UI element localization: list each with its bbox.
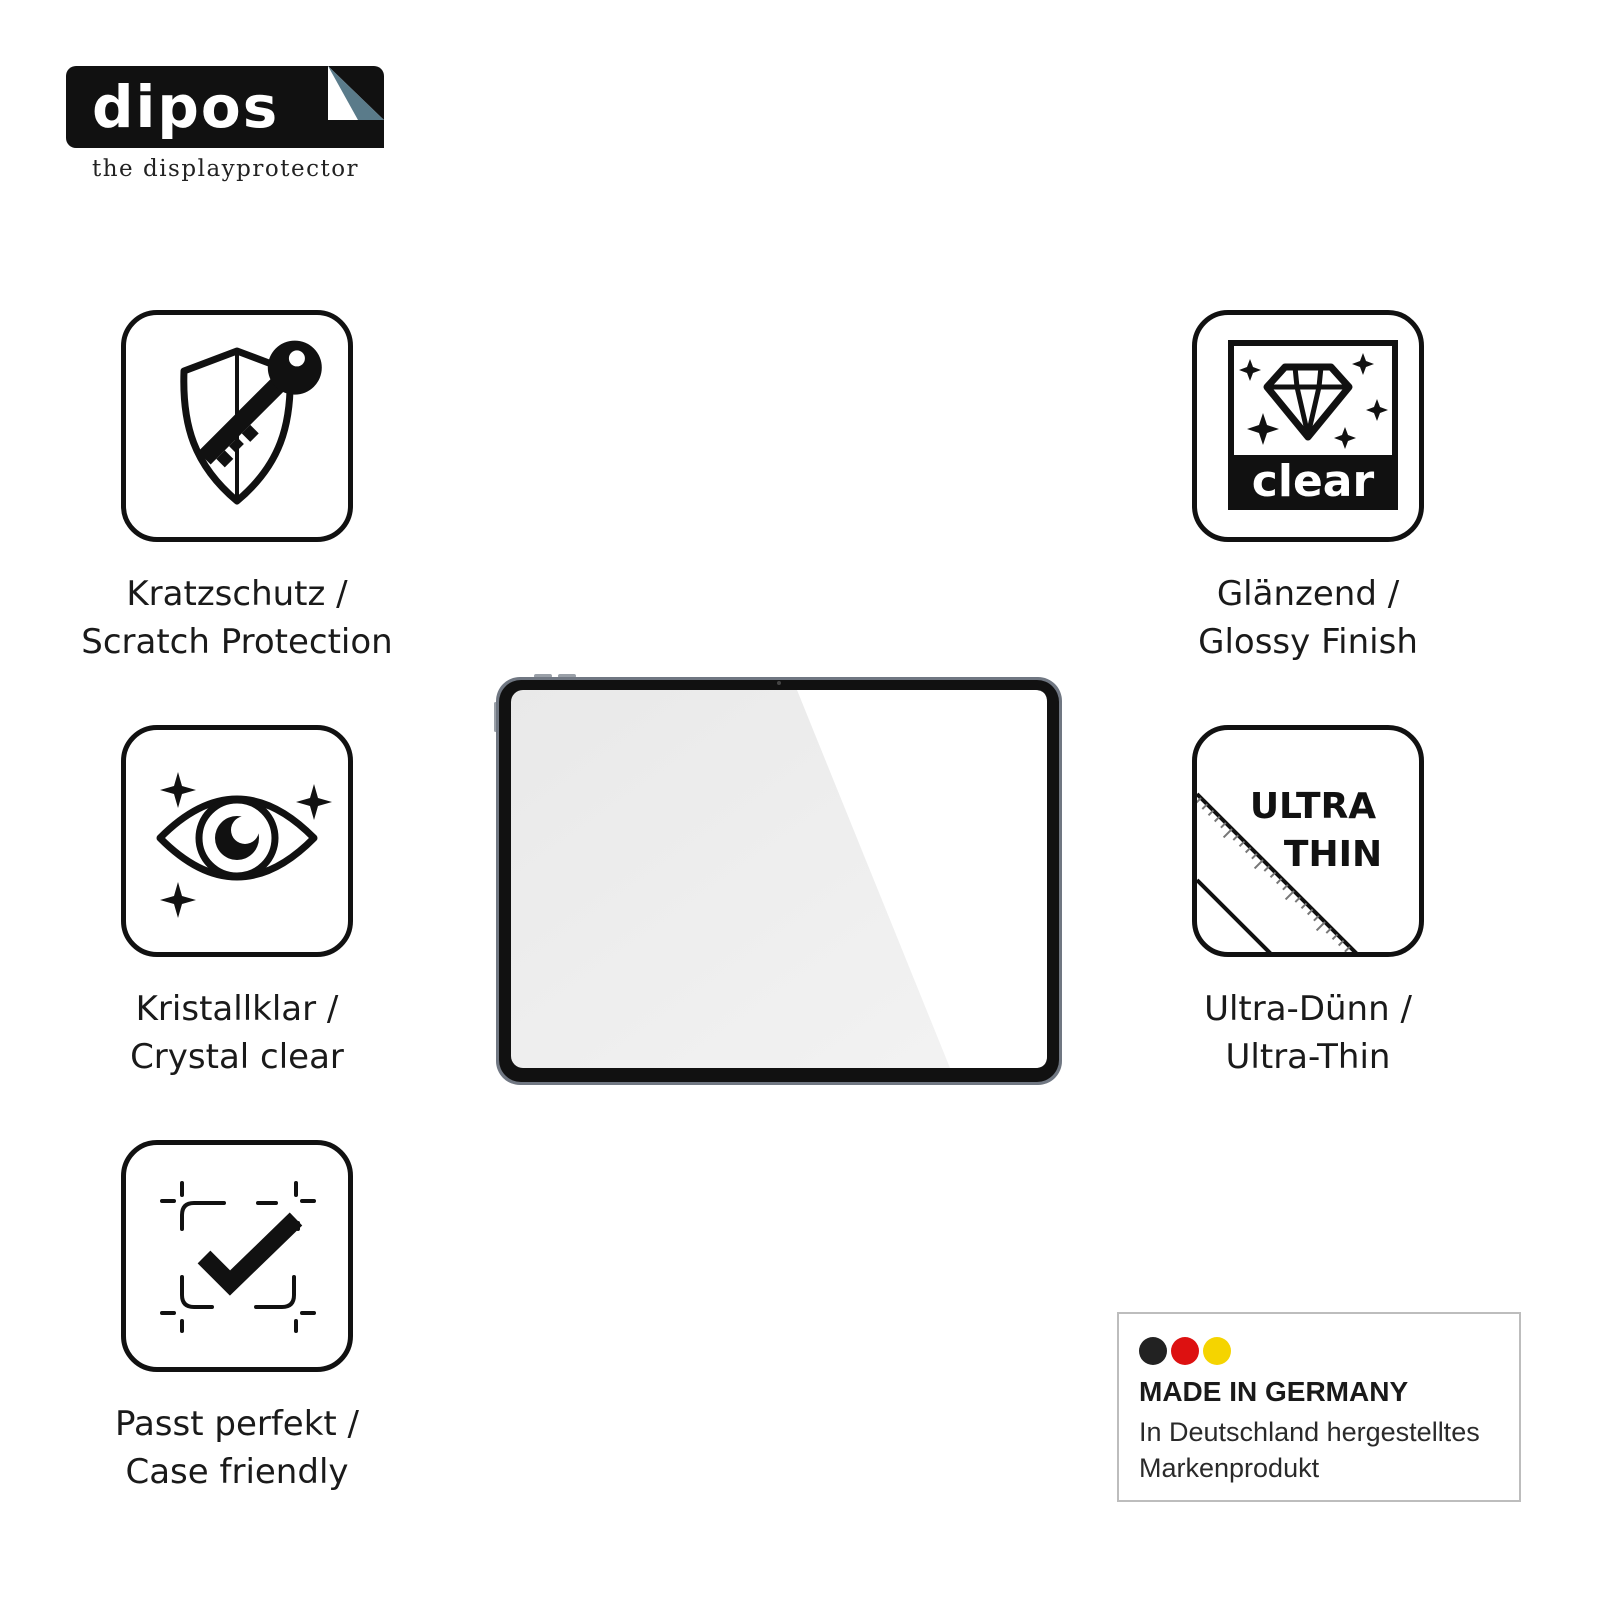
feature-crystal-clear: Kristallklar / Crystal clear xyxy=(72,725,402,1081)
feature-scratch-protection: Kratzschutz / Scratch Protection xyxy=(72,310,402,666)
ruler-ticks xyxy=(1197,797,1351,952)
logo-box: dipos xyxy=(66,66,384,148)
dipos-logo: dipos the displayprotector xyxy=(66,66,386,196)
feature-label: Kratzschutz / Scratch Protection xyxy=(72,570,402,666)
feature-label-de: Glänzend / xyxy=(1216,574,1400,614)
feature-label-de: Ultra-Dünn / xyxy=(1204,989,1412,1029)
flag-dot-gold xyxy=(1203,1337,1231,1365)
made-in-germany-badge: MADE IN GERMANY In Deutschland hergestel… xyxy=(1117,1312,1521,1502)
feature-label-en: Glossy Finish xyxy=(1198,622,1418,662)
feature-label-en: Case friendly xyxy=(125,1452,349,1492)
flag-dot-black xyxy=(1139,1337,1167,1365)
diamond-clear-icon: clear xyxy=(1192,310,1424,542)
eye-sparkle-icon xyxy=(121,725,353,957)
subtitle-line-2: Markenprodukt xyxy=(1139,1453,1320,1483)
logo-tagline: the displayprotector xyxy=(92,156,360,182)
made-in-germany-title: MADE IN GERMANY xyxy=(1139,1376,1409,1407)
thin-text: THIN xyxy=(1284,834,1382,875)
tablet-screen-protector-icon xyxy=(494,674,1062,1085)
logo-wordmark: dipos xyxy=(92,73,280,141)
feature-label-de: Kristallklar / xyxy=(135,989,339,1029)
feature-ultra-thin: ULTRA THIN Ultra-Dünn / Ultra-Thin xyxy=(1143,725,1473,1081)
shield-key-icon xyxy=(121,310,353,542)
feature-label-en: Scratch Protection xyxy=(81,622,393,662)
page-fold-icon xyxy=(328,66,384,148)
clear-badge-text: clear xyxy=(1252,456,1375,507)
feature-label: Ultra-Dünn / Ultra-Thin xyxy=(1143,985,1473,1081)
feature-glossy-finish: clear Glänzend / Glossy Finish xyxy=(1143,310,1473,666)
subtitle-line-1: In Deutschland hergestelltes xyxy=(1139,1417,1480,1447)
feature-label-en: Crystal clear xyxy=(130,1037,344,1077)
made-in-germany-subtitle: In Deutschland hergestelltes Markenprodu… xyxy=(1139,1414,1480,1486)
feature-label: Glänzend / Glossy Finish xyxy=(1143,570,1473,666)
checkmark-frame-icon xyxy=(121,1140,353,1372)
ruler-ultra-thin-icon: ULTRA THIN xyxy=(1192,725,1424,957)
flag-dot-red xyxy=(1171,1337,1199,1365)
feature-label-de: Passt perfekt / xyxy=(114,1404,360,1444)
feature-label-de: Kratzschutz / xyxy=(126,574,348,614)
feature-label: Kristallklar / Crystal clear xyxy=(72,985,402,1081)
feature-case-friendly: Passt perfekt / Case friendly xyxy=(72,1140,402,1496)
ultra-text: ULTRA xyxy=(1250,786,1376,827)
feature-label: Passt perfekt / Case friendly xyxy=(72,1400,402,1496)
feature-label-en: Ultra-Thin xyxy=(1225,1037,1391,1077)
